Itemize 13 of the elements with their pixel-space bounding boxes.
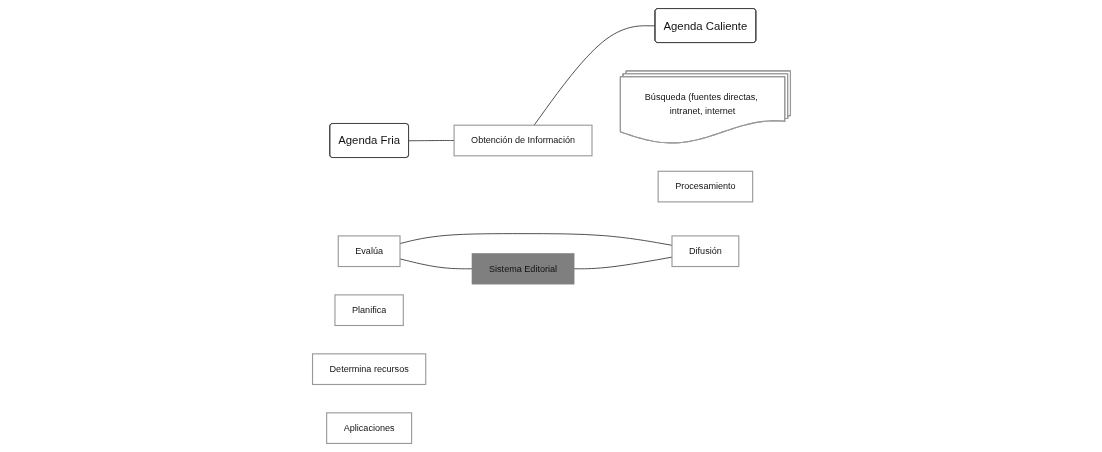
node-box: Evalúa [337,235,401,268]
connector [399,233,672,246]
node-box: Obtención de Información [453,124,593,157]
node-box: Difusión [670,235,739,268]
connector [533,25,656,126]
node-box: Determina recursos [311,353,426,386]
connector [407,140,454,142]
node-box: Procesamiento [657,170,753,203]
connector [399,258,472,270]
node-box: Planifica [333,294,404,327]
connector [573,256,672,270]
node-box: Sistema Editorial [471,253,574,285]
node-box: Aplicaciones [325,412,412,444]
